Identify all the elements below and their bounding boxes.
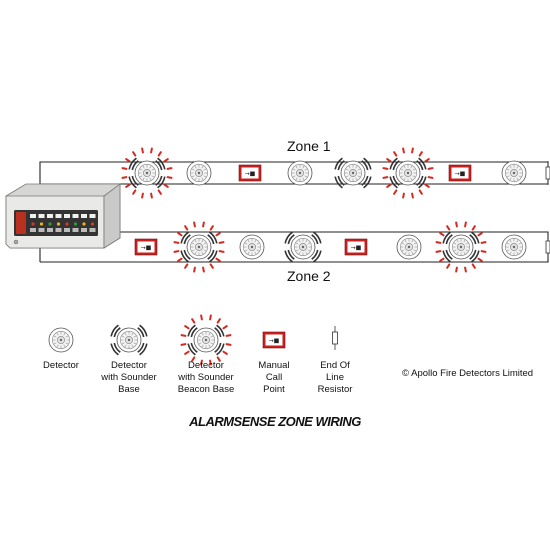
zone-1-detector xyxy=(287,160,313,186)
zone-1-manual-call-point: →■ xyxy=(238,164,262,182)
panel-logo xyxy=(16,212,26,234)
legend-mcp-label: Manual Call Point xyxy=(258,360,290,395)
zone-1-sounder-beacon xyxy=(382,147,434,199)
panel-key xyxy=(13,239,19,245)
legend-sounder-label: Detector with Sounder Base xyxy=(101,360,157,395)
zone-1-detector xyxy=(501,160,527,186)
zone-2-sounder-beacon xyxy=(173,221,225,273)
end-of-line-resistor xyxy=(545,161,550,185)
legend-detector-icon xyxy=(48,327,74,353)
legend-eol-icon xyxy=(332,326,338,350)
zone-1-detector xyxy=(186,160,212,186)
panel-display xyxy=(14,210,98,236)
legend-beacon-label: Detector with Sounder Beacon Base xyxy=(177,360,235,395)
legend-eol-label: End Of Line Resistor xyxy=(317,360,353,395)
legend-sounder-icon xyxy=(110,324,148,356)
zone-2-manual-call-point: →■ xyxy=(134,238,158,256)
zone-1-manual-call-point: →■ xyxy=(448,164,472,182)
zone-2-detector xyxy=(396,234,422,260)
diagram-title: ALARMSENSE ZONE WIRING xyxy=(189,414,361,429)
legend-detector-label: Detector xyxy=(43,360,79,371)
zone-1-sounder-beacon xyxy=(121,147,173,199)
legend-icons: →■ xyxy=(48,314,338,366)
zone-2-manual-call-point: →■ xyxy=(344,238,368,256)
legend-mcp-icon: →■ xyxy=(262,331,286,349)
zone-1-sounder xyxy=(334,157,372,189)
svg-text:→■: →■ xyxy=(245,170,256,177)
zone-2-sounder-beacon xyxy=(435,221,487,273)
zone-2-sounder xyxy=(284,231,322,263)
control-panel xyxy=(5,183,121,249)
zone-devices: →■ →■ →■ →■ xyxy=(121,147,527,273)
legend-beacon-icon xyxy=(180,314,232,366)
svg-text:→■: →■ xyxy=(269,337,280,344)
end-of-line-resistor xyxy=(545,235,550,259)
svg-text:→■: →■ xyxy=(141,244,152,251)
zone-1-label: Zone 1 xyxy=(287,138,331,154)
zone-2-label: Zone 2 xyxy=(287,268,331,284)
svg-text:→■: →■ xyxy=(455,170,466,177)
copyright-credit: © Apollo Fire Detectors Limited xyxy=(402,368,534,379)
svg-text:→■: →■ xyxy=(351,244,362,251)
zone-2-detector xyxy=(501,234,527,260)
zone-2-detector xyxy=(239,234,265,260)
zone-wiring-loops xyxy=(39,161,550,263)
